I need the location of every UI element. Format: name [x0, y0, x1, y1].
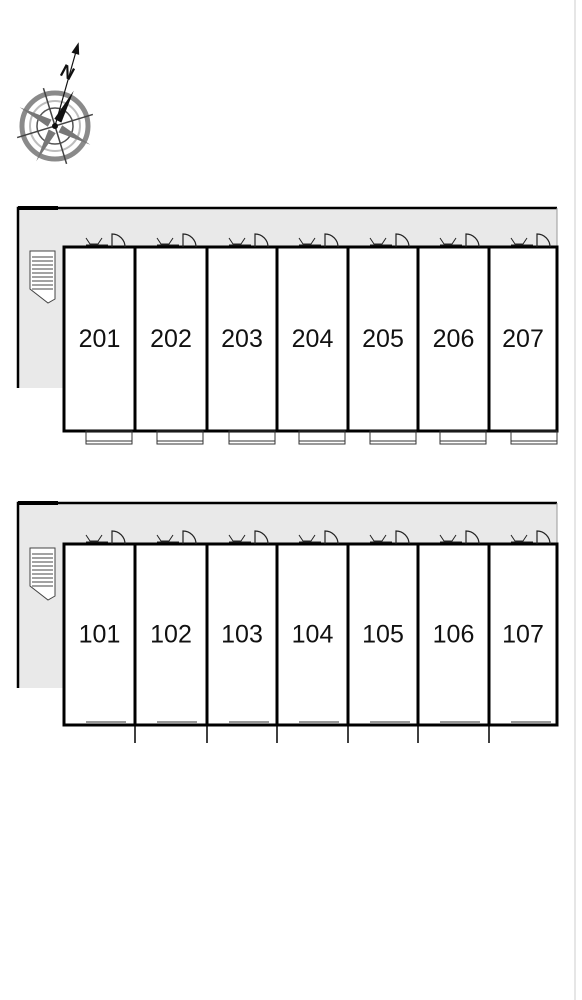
fixture-icon: [228, 534, 246, 542]
stairs-icon: [29, 250, 56, 304]
fixture-icon: [85, 534, 103, 542]
fixture-icon: [369, 237, 387, 245]
fixture-icon: [298, 534, 316, 542]
unit-outline: [205, 542, 279, 727]
unit-number-label: 204: [292, 325, 334, 353]
balcony: [439, 430, 487, 445]
corridor: [62, 208, 557, 247]
unit-number-label: 107: [502, 621, 544, 649]
unit-outline: [133, 245, 209, 433]
unit-102: 102: [133, 530, 209, 743]
balcony: [510, 430, 558, 445]
floor-2: 201 202 203 204 205 206 207: [16, 206, 559, 445]
unit-outline: [416, 542, 491, 727]
unit-206: 206: [416, 233, 491, 445]
unit-106: 106: [416, 530, 491, 743]
unit-outline: [205, 245, 279, 433]
unit-number-label: 105: [362, 621, 404, 649]
balcony: [298, 430, 346, 445]
unit-number-label: 104: [292, 621, 334, 649]
door-icon: [465, 530, 480, 545]
unit-number-label: 103: [221, 621, 263, 649]
door-icon: [254, 233, 269, 248]
door-icon: [111, 233, 126, 248]
unit-number-label: 102: [150, 621, 192, 649]
door-icon: [182, 233, 197, 248]
unit-203: 203: [205, 233, 279, 445]
door-icon: [395, 233, 410, 248]
door-icon: [254, 530, 269, 545]
unit-207: 207: [487, 233, 559, 445]
door-icon: [395, 530, 410, 545]
unit-outline: [62, 542, 137, 727]
unit-number-label: 201: [79, 325, 121, 353]
compass-rose-icon: N: [16, 42, 94, 165]
unit-outline: [416, 245, 491, 433]
fixture-icon: [298, 237, 316, 245]
door-icon: [465, 233, 480, 248]
door-icon: [536, 530, 551, 545]
stairs-icon: [29, 547, 56, 601]
unit-201: 201: [62, 233, 137, 445]
door-icon: [324, 530, 339, 545]
door-icon: [536, 233, 551, 248]
floor-1: 101 102 103 104 105 106 107: [16, 501, 559, 743]
unit-103: 103: [205, 530, 279, 743]
door-icon: [111, 530, 126, 545]
fixture-icon: [439, 534, 457, 542]
corridor-side: [18, 503, 64, 688]
unit-number-label: 106: [433, 621, 475, 649]
unit-number-label: 203: [221, 325, 263, 353]
balcony: [369, 430, 417, 445]
unit-number-label: 206: [433, 325, 475, 353]
compass-north-label: N: [57, 60, 78, 84]
unit-number-label: 101: [79, 621, 121, 649]
unit-202: 202: [133, 233, 209, 445]
fixture-icon: [156, 237, 174, 245]
unit-104: 104: [275, 530, 350, 743]
page-edge-line: [574, 0, 576, 1000]
unit-105: 105: [346, 530, 420, 743]
corridor: [62, 503, 557, 544]
fixture-icon: [156, 534, 174, 542]
unit-204: 204: [275, 233, 350, 445]
unit-number-label: 205: [362, 325, 404, 353]
fixture-icon: [369, 534, 387, 542]
unit-205: 205: [346, 233, 420, 445]
unit-101: 101: [62, 530, 137, 727]
unit-outline: [133, 542, 209, 727]
unit-outline: [275, 542, 350, 727]
unit-number-label: 207: [502, 325, 544, 353]
fixture-icon: [228, 237, 246, 245]
unit-outline: [487, 245, 559, 433]
balcony: [228, 430, 276, 445]
fixture-icon: [510, 237, 528, 245]
door-icon: [182, 530, 197, 545]
unit-outline: [487, 542, 559, 727]
door-icon: [324, 233, 339, 248]
fixture-icon: [85, 237, 103, 245]
fixture-icon: [439, 237, 457, 245]
balcony: [156, 430, 204, 445]
fixture-icon: [510, 534, 528, 542]
unit-107: 107: [487, 530, 559, 743]
unit-number-label: 202: [150, 325, 192, 353]
balcony: [85, 430, 133, 445]
